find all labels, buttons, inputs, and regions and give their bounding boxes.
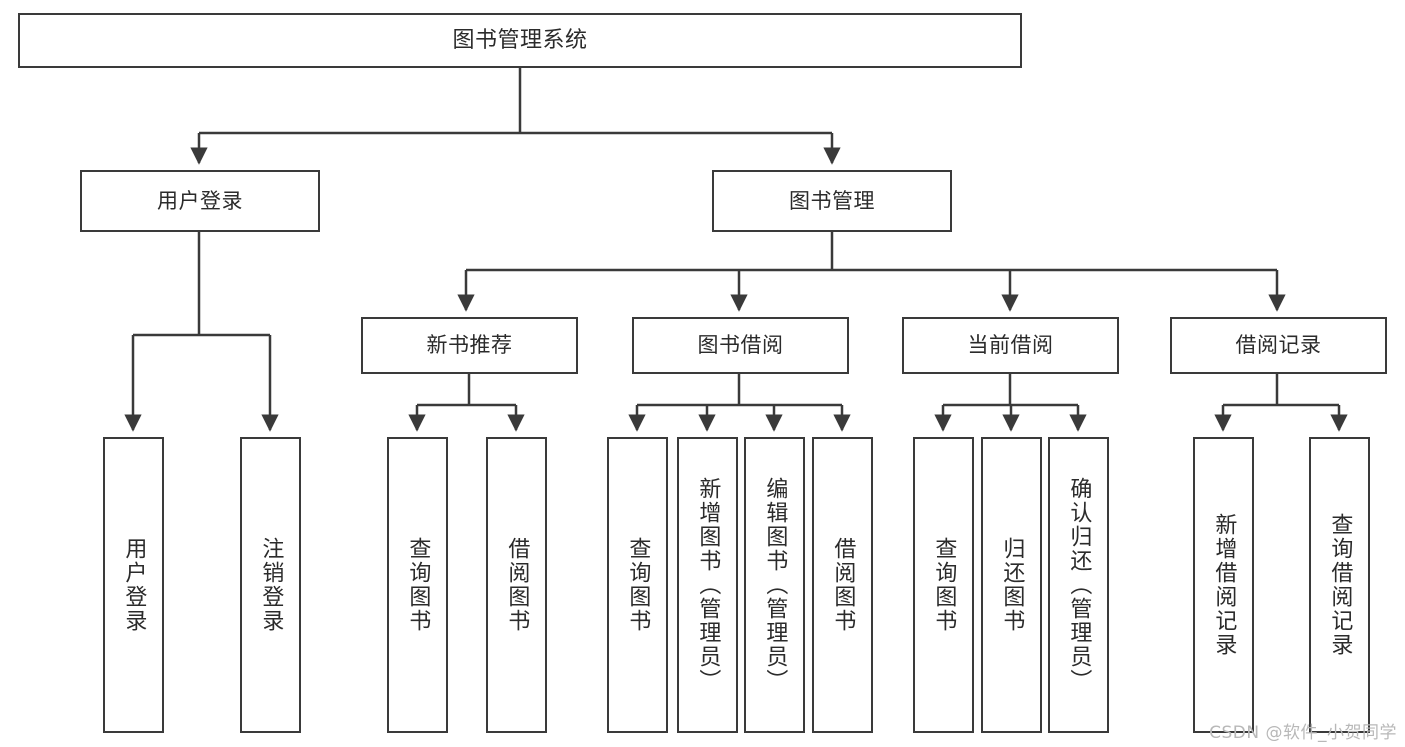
node-user-login[interactable]: 用户登录 <box>80 170 320 232</box>
node-label: 新书推荐 <box>426 333 513 358</box>
node-label: 查询图书 <box>405 537 431 633</box>
leaf-query-book-current[interactable]: 查询图书 <box>913 437 974 733</box>
node-label: 借阅图书 <box>830 537 856 633</box>
leaf-add-book-admin[interactable]: 新增图书（管理员） <box>677 437 738 733</box>
leaf-edit-book-admin[interactable]: 编辑图书（管理员） <box>744 437 805 733</box>
node-book-borrowing[interactable]: 图书借阅 <box>632 317 849 374</box>
leaf-query-borrow-record[interactable]: 查询借阅记录 <box>1309 437 1370 733</box>
node-label: 用户登录 <box>121 537 147 633</box>
leaf-query-book-recommendation[interactable]: 查询图书 <box>387 437 448 733</box>
leaf-logout[interactable]: 注销登录 <box>240 437 301 733</box>
node-label: 查询图书 <box>625 537 651 633</box>
leaf-confirm-return-admin[interactable]: 确认归还（管理员） <box>1048 437 1109 733</box>
node-current-borrowing[interactable]: 当前借阅 <box>902 317 1119 374</box>
leaf-borrow-book-recommendation[interactable]: 借阅图书 <box>486 437 547 733</box>
node-label: 归还图书 <box>999 537 1025 633</box>
node-label: 新增借阅记录 <box>1211 513 1237 657</box>
node-label: 借阅图书 <box>504 537 530 633</box>
node-label: 注销登录 <box>258 537 284 633</box>
node-book-management[interactable]: 图书管理 <box>712 170 952 232</box>
leaf-add-borrow-record[interactable]: 新增借阅记录 <box>1193 437 1254 733</box>
node-label: 图书管理系统 <box>452 27 588 53</box>
node-label: 编辑图书（管理员） <box>762 477 788 693</box>
watermark-text: CSDN @软件_小贺同学 <box>1209 723 1397 743</box>
leaf-return-book[interactable]: 归还图书 <box>981 437 1042 733</box>
node-label: 确认归还（管理员） <box>1066 477 1092 693</box>
leaf-borrow-book[interactable]: 借阅图书 <box>812 437 873 733</box>
node-label: 借阅记录 <box>1235 333 1322 358</box>
node-label: 用户登录 <box>157 188 243 213</box>
node-label: 新增图书（管理员） <box>695 477 721 693</box>
node-label: 当前借阅 <box>967 333 1054 358</box>
node-label: 查询图书 <box>931 537 957 633</box>
node-label: 图书借阅 <box>697 333 784 358</box>
leaf-user-login[interactable]: 用户登录 <box>103 437 164 733</box>
node-book-management-system[interactable]: 图书管理系统 <box>18 13 1022 68</box>
leaf-query-book-borrowing[interactable]: 查询图书 <box>607 437 668 733</box>
node-borrowing-records[interactable]: 借阅记录 <box>1170 317 1387 374</box>
node-new-book-recommendation[interactable]: 新书推荐 <box>361 317 578 374</box>
node-label: 图书管理 <box>789 188 875 213</box>
node-label: 查询借阅记录 <box>1327 513 1353 657</box>
